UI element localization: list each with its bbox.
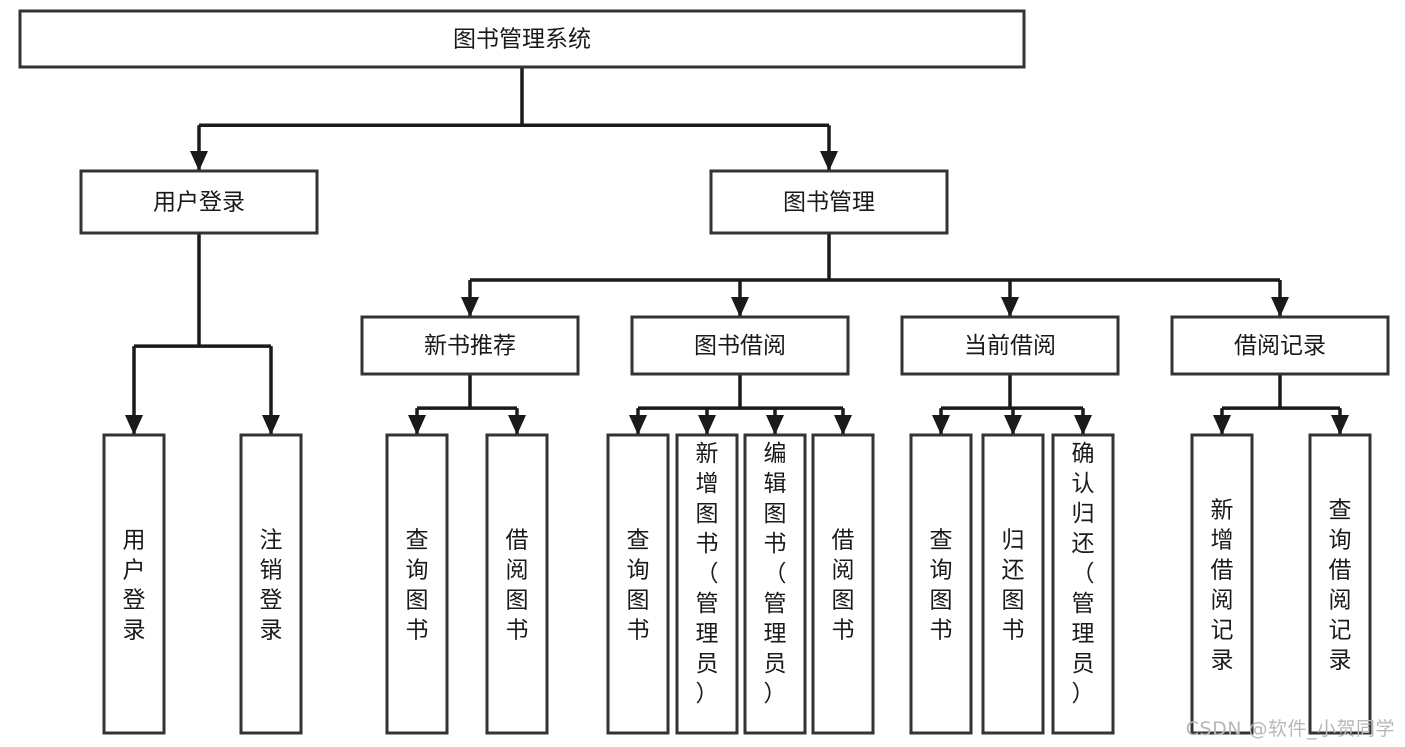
node-user-login[interactable]: 用户登录 xyxy=(79,169,319,235)
node-label-leaf-logout: 注销登录 xyxy=(260,527,283,643)
node-box-leaf-logout xyxy=(239,433,303,735)
node-leaf-logout[interactable]: 注销登录 xyxy=(239,433,303,735)
node-new-book-rec[interactable]: 新书推荐 xyxy=(360,315,580,376)
node-leaf-user-login[interactable]: 用户登录 xyxy=(102,433,166,735)
node-layer: 图书管理系统用户登录图书管理新书推荐图书借阅当前借阅借阅记录用户登录注销登录查询… xyxy=(18,9,1390,735)
node-leaf-query-book-1[interactable]: 查询图书 xyxy=(385,433,449,735)
node-box-leaf-borrow-book-2 xyxy=(811,433,875,735)
node-box-leaf-query-book-3 xyxy=(909,433,973,735)
node-label-current-borrow: 当前借阅 xyxy=(964,333,1056,359)
node-label-user-login: 用户登录 xyxy=(153,190,245,216)
node-label-borrow-record: 借阅记录 xyxy=(1234,333,1326,359)
node-label-leaf-confirm-return: 确认归还（管理员） xyxy=(1072,441,1095,707)
node-box-book-manage xyxy=(709,169,949,235)
node-leaf-add-record[interactable]: 新增借阅记录 xyxy=(1190,433,1254,735)
node-book-manage[interactable]: 图书管理 xyxy=(709,169,949,235)
node-current-borrow[interactable]: 当前借阅 xyxy=(900,315,1120,376)
node-leaf-borrow-book-2[interactable]: 借阅图书 xyxy=(811,433,875,735)
node-leaf-confirm-return[interactable]: 确认归还（管理员） xyxy=(1051,433,1115,735)
node-leaf-borrow-book-1[interactable]: 借阅图书 xyxy=(485,433,549,735)
node-label-leaf-user-login: 用户登录 xyxy=(123,527,146,643)
node-label-book-borrow: 图书借阅 xyxy=(694,333,786,359)
node-box-leaf-query-book-1 xyxy=(385,433,449,735)
node-label-leaf-borrow-book-2: 借阅图书 xyxy=(832,527,855,643)
node-box-borrow-record xyxy=(1170,315,1390,376)
node-label-new-book-rec: 新书推荐 xyxy=(424,333,516,359)
node-borrow-record[interactable]: 借阅记录 xyxy=(1170,315,1390,376)
node-leaf-query-book-2[interactable]: 查询图书 xyxy=(606,433,670,735)
node-label-leaf-query-book-1: 查询图书 xyxy=(406,527,429,643)
node-box-leaf-add-book xyxy=(675,433,739,735)
node-label-leaf-query-book-3: 查询图书 xyxy=(930,527,953,643)
node-label-root: 图书管理系统 xyxy=(453,27,591,53)
node-leaf-query-record[interactable]: 查询借阅记录 xyxy=(1308,433,1372,735)
node-box-leaf-user-login xyxy=(102,433,166,735)
csdn-watermark: CSDN @软件_小贺同学 xyxy=(1185,718,1395,740)
node-box-user-login xyxy=(79,169,319,235)
node-box-leaf-confirm-return xyxy=(1051,433,1115,735)
node-box-leaf-query-book-2 xyxy=(606,433,670,735)
node-box-leaf-edit-book xyxy=(743,433,807,735)
node-root[interactable]: 图书管理系统 xyxy=(18,9,1026,69)
node-leaf-edit-book[interactable]: 编辑图书（管理员） xyxy=(743,433,807,735)
node-box-leaf-return-book xyxy=(981,433,1045,735)
node-label-leaf-add-record: 新增借阅记录 xyxy=(1211,497,1234,673)
node-label-leaf-edit-book: 编辑图书（管理员） xyxy=(764,441,787,707)
node-leaf-query-book-3[interactable]: 查询图书 xyxy=(909,433,973,735)
node-box-leaf-query-record xyxy=(1308,433,1372,735)
node-box-new-book-rec xyxy=(360,315,580,376)
node-box-leaf-add-record xyxy=(1190,433,1254,735)
node-label-leaf-return-book: 归还图书 xyxy=(1002,527,1025,643)
node-box-current-borrow xyxy=(900,315,1120,376)
node-leaf-add-book[interactable]: 新增图书（管理员） xyxy=(675,433,739,735)
node-label-leaf-add-book: 新增图书（管理员） xyxy=(696,441,719,707)
node-label-leaf-borrow-book-1: 借阅图书 xyxy=(506,527,529,643)
node-leaf-return-book[interactable]: 归还图书 xyxy=(981,433,1045,735)
node-box-root xyxy=(18,9,1026,69)
node-label-leaf-query-book-2: 查询图书 xyxy=(627,527,650,643)
node-label-book-manage: 图书管理 xyxy=(783,190,875,216)
node-book-borrow[interactable]: 图书借阅 xyxy=(630,315,850,376)
connector-layer xyxy=(125,67,1349,435)
node-box-book-borrow xyxy=(630,315,850,376)
node-box-leaf-borrow-book-1 xyxy=(485,433,549,735)
node-label-leaf-query-record: 查询借阅记录 xyxy=(1329,497,1352,673)
